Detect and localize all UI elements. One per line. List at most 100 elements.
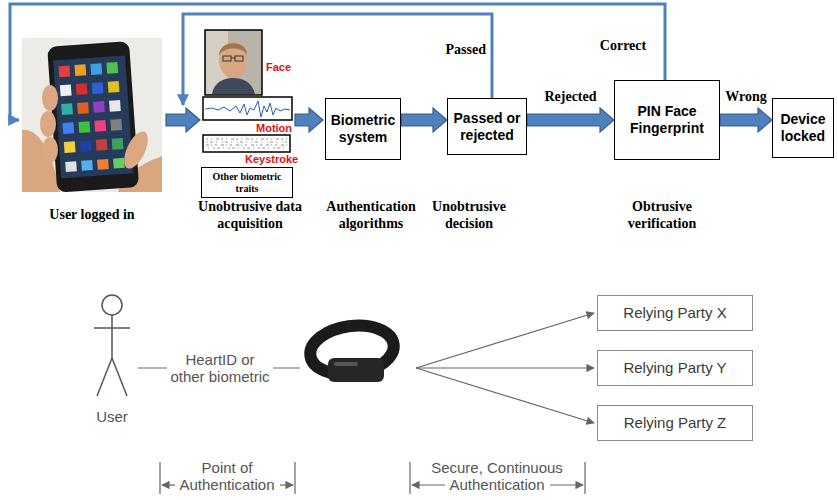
span-bracket — [550, 484, 583, 485]
trait-label: Keystroke — [245, 153, 298, 166]
node-text: Passed or rejected — [452, 110, 522, 144]
phone-photo — [42, 85, 58, 111]
node-text: Relying Party Y — [623, 359, 726, 377]
phone-photo — [62, 122, 74, 134]
stage-caption: Unobtrusive decision — [424, 199, 514, 233]
keystroke-pattern — [207, 142, 287, 143]
phone-photo — [22, 38, 162, 192]
phone-photo — [60, 84, 72, 96]
wristband — [334, 362, 358, 366]
phone-photo — [96, 139, 108, 151]
phone-photo — [112, 138, 124, 150]
phone-photo — [110, 119, 122, 131]
node-text: Biometric system — [330, 112, 396, 146]
user-figure — [111, 315, 113, 358]
face-photo — [235, 56, 243, 61]
node-text: Device locked — [777, 111, 829, 145]
node-text: Relying Party X — [623, 304, 726, 322]
phone-photo — [93, 101, 105, 113]
link-label: HeartID or other biometric — [167, 351, 273, 386]
face-photo — [219, 43, 247, 56]
phone-photo — [47, 41, 139, 192]
phone-photo — [76, 83, 88, 95]
motion-signal — [205, 101, 290, 117]
phone-photo — [47, 41, 139, 192]
loop-label: Passed — [430, 42, 486, 59]
phone-photo — [65, 161, 77, 172]
flow-arrow — [166, 108, 323, 132]
keystroke-pattern — [208, 148, 286, 149]
block-arrow — [720, 108, 772, 132]
phone-photo — [92, 82, 104, 94]
phone-photo — [53, 56, 133, 179]
phone-photo — [78, 121, 90, 133]
keystroke-pattern — [206, 145, 288, 146]
fan-out-arrow — [416, 313, 594, 423]
wristband — [328, 358, 384, 382]
stage-caption: Authentication algorithms — [316, 199, 426, 233]
user-figure — [97, 358, 112, 396]
keystroke-pattern — [206, 139, 288, 140]
wristband — [307, 320, 397, 382]
locked-box: Device locked — [772, 98, 834, 158]
span-bracket — [162, 484, 175, 485]
actor-label: User — [82, 408, 142, 425]
feedback-line — [183, 14, 492, 105]
node-text: Other biometric traits — [205, 171, 289, 194]
relying-party-box: Relying Party X — [597, 295, 753, 331]
phone-photo — [106, 62, 118, 74]
user-figure — [94, 295, 130, 396]
phone-photo — [119, 128, 152, 172]
process-box: Biometric system — [325, 98, 401, 160]
phone-photo — [97, 159, 109, 170]
phone-photo — [94, 120, 106, 132]
user-figure — [102, 295, 122, 315]
phone-photo — [108, 81, 120, 93]
phone-photo — [22, 130, 60, 192]
fan-out-arrow — [416, 368, 594, 423]
phone-photo — [61, 103, 73, 115]
span-bracket — [409, 462, 410, 494]
phone-photo — [90, 63, 102, 75]
node-text: Relying Party Z — [624, 414, 727, 432]
span-bracket — [159, 462, 160, 494]
face-photo — [205, 30, 262, 95]
phone-photo — [40, 111, 56, 137]
keystroke-pattern — [203, 135, 290, 152]
phone-photo — [22, 38, 162, 193]
span-label: Point of Authentication — [172, 459, 282, 494]
phone-photo — [77, 102, 89, 114]
verification-box: PIN Face Fingerprint — [614, 80, 720, 160]
phone-photo — [42, 137, 58, 163]
phone-photo — [113, 158, 125, 169]
span-bracket — [584, 462, 585, 494]
user-figure — [94, 327, 130, 329]
keystroke-pattern — [203, 135, 290, 152]
edge-label: Rejected — [544, 89, 596, 106]
flow-arrow — [295, 108, 323, 132]
span-bracket — [280, 484, 293, 485]
face-photo — [212, 78, 255, 94]
phone-photo — [109, 100, 121, 112]
loop-label: Correct — [592, 38, 654, 55]
stage-caption: Unobtrusive data acquisition — [198, 199, 302, 233]
user-figure — [112, 358, 127, 396]
span-bracket — [412, 484, 445, 485]
span-bracket — [294, 462, 295, 494]
motion-signal — [203, 97, 292, 120]
phone-photo — [81, 160, 93, 171]
node-text: PIN Face Fingerprint — [630, 103, 704, 137]
face-photo — [205, 30, 262, 95]
trait-box: Other biometric traits — [201, 167, 293, 198]
trait-label: Face — [266, 61, 291, 74]
fan-out-arrow — [416, 313, 594, 368]
relying-party-box: Relying Party Z — [597, 405, 753, 441]
phone-photo — [74, 64, 86, 76]
face-photo — [223, 56, 231, 61]
stage-caption: User logged in — [22, 207, 162, 224]
block-arrow — [527, 108, 614, 132]
phone-photo — [59, 65, 71, 77]
edge-label: Wrong — [725, 89, 767, 106]
